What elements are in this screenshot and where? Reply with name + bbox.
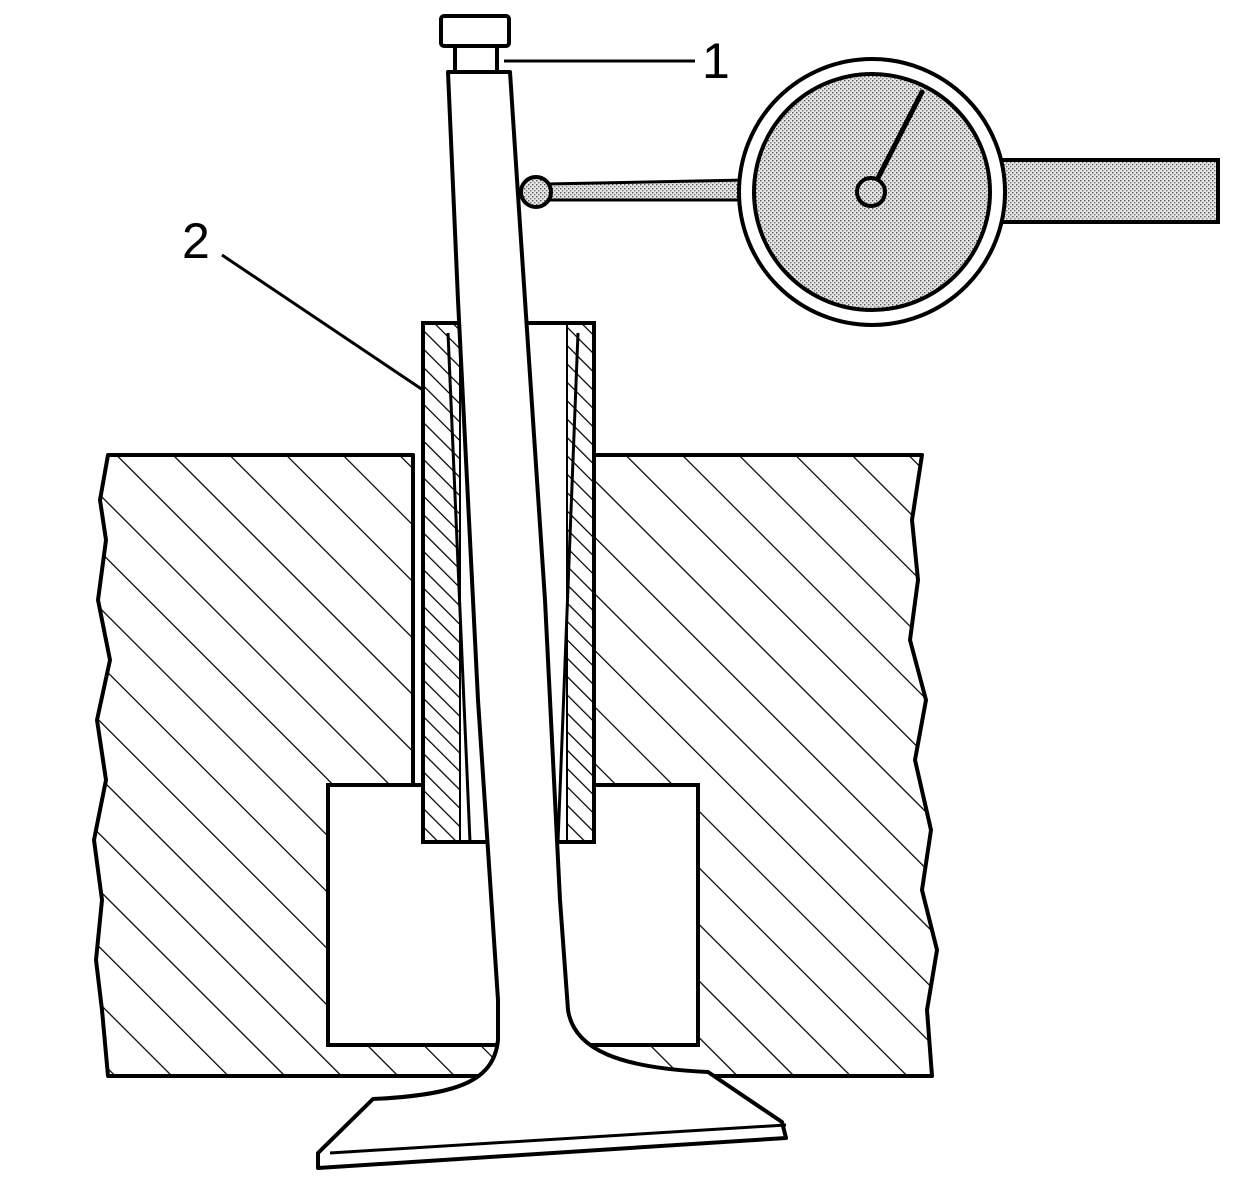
callout-2-leader xyxy=(221,253,424,392)
callout-1-label: 1 xyxy=(702,33,730,89)
callout-2-label: 2 xyxy=(182,213,210,269)
valve-icon xyxy=(316,14,788,1170)
dial-indicator-icon xyxy=(519,57,1220,327)
